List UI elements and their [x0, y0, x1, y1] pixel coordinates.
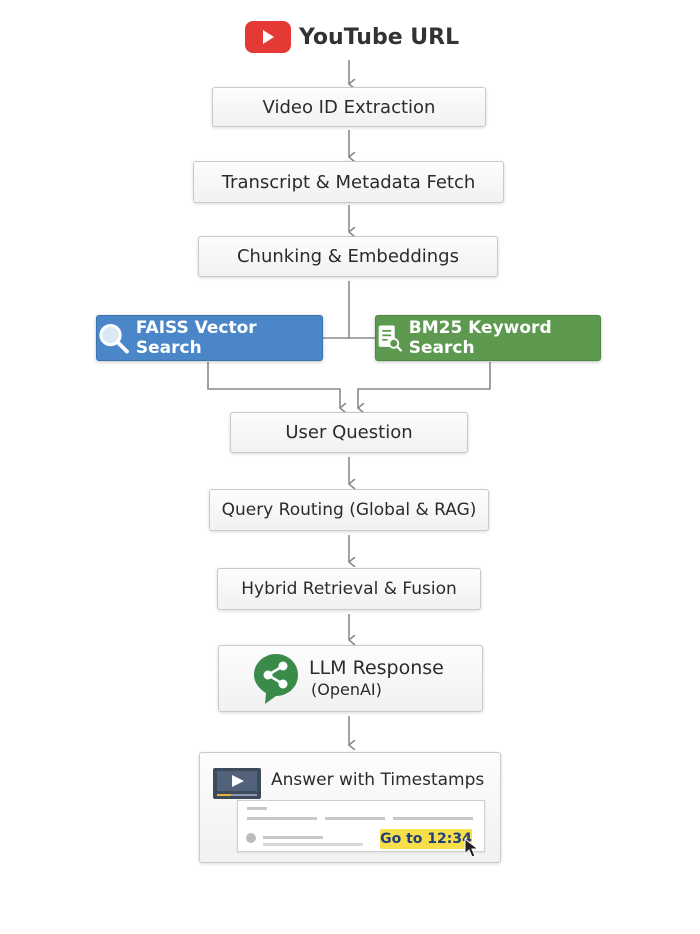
go-to-timestamp-button[interactable]: Go to 12:34: [380, 829, 472, 849]
step-llm-response: LLM Response (OpenAI): [218, 645, 483, 712]
share-chat-icon: [254, 653, 298, 704]
step-user-question: User Question: [230, 412, 468, 453]
step-transcript-fetch: Transcript & Metadata Fetch: [193, 161, 504, 203]
bm25-keyword-search-box: BM25 Keyword Search: [375, 315, 601, 361]
step-label: Chunking & Embeddings: [236, 246, 459, 267]
line-faiss-to-merge: [207, 362, 340, 408]
step-video-id-extraction: Video ID Extraction: [212, 87, 486, 127]
llm-subtitle: (OpenAI): [311, 680, 382, 700]
transcript-lines: [246, 807, 473, 846]
faiss-label: FAISS Vector Search: [135, 318, 257, 358]
cursor-arrow-icon: [464, 838, 480, 858]
step-label: User Question: [285, 422, 413, 443]
video-player-icon: [213, 768, 261, 799]
line-bm25-to-merge: [358, 362, 491, 408]
faiss-vector-search-box: FAISS Vector Search: [96, 315, 323, 361]
magnifier-icon: [99, 323, 129, 354]
step-label: Query Routing (Global & RAG): [221, 500, 477, 520]
step-label: Hybrid Retrieval & Fusion: [241, 579, 457, 599]
llm-title: LLM Response: [309, 656, 444, 679]
step-hybrid-retrieval: Hybrid Retrieval & Fusion: [217, 568, 481, 610]
answer-title: Answer with Timestamps: [271, 770, 485, 790]
youtube-url-label: YouTube URL: [299, 24, 460, 50]
step-label: Video ID Extraction: [262, 96, 436, 118]
bm25-label: BM25 Keyword Search: [408, 318, 552, 358]
youtube-url-header: YouTube URL: [245, 20, 459, 54]
document-search-icon: [378, 325, 403, 352]
step-query-routing: Query Routing (Global & RAG): [209, 489, 489, 531]
youtube-logo-icon: [245, 21, 291, 53]
step-chunking-embeddings: Chunking & Embeddings: [198, 236, 498, 277]
step-label: Transcript & Metadata Fetch: [221, 171, 476, 193]
llm-label: LLM Response (OpenAI): [309, 657, 444, 701]
